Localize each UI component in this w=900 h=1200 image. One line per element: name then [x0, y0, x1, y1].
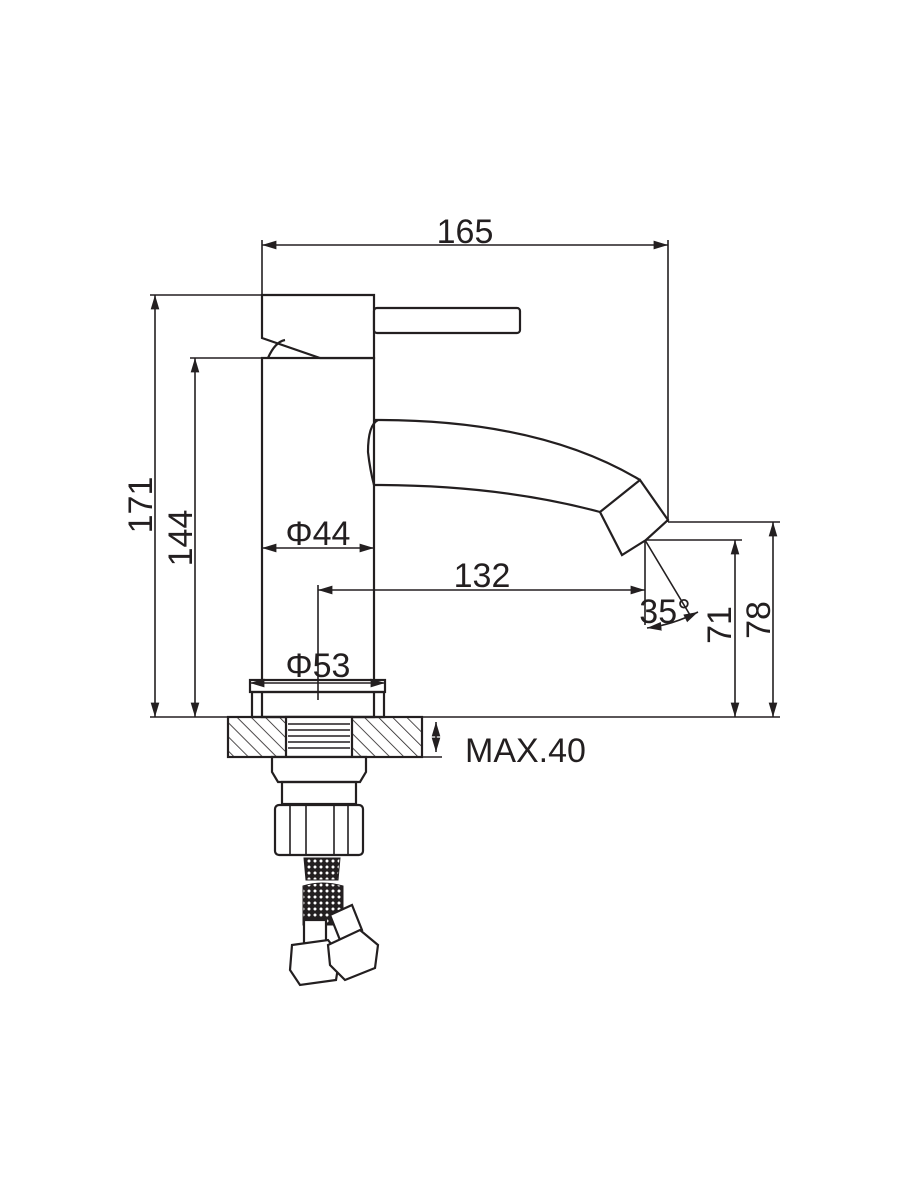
dim-arc-angle [646, 611, 699, 631]
braided-hose-upper [303, 857, 341, 881]
dim-height-label: 171 [122, 477, 160, 534]
mounting-nut [273, 803, 365, 857]
dimension-lines [150, 240, 778, 752]
dim-deck-thickness-label: MAX.40 [465, 732, 586, 770]
lock-washer [270, 755, 368, 784]
dim-angle-label: 35° [639, 593, 690, 631]
dim-body-diameter-label: Φ44 [286, 515, 351, 553]
dim-reach-label: 132 [454, 557, 511, 595]
dim-body-height-label: 144 [162, 510, 200, 567]
handle-neck [266, 338, 286, 359]
hose-nut-right [326, 928, 380, 982]
shank-sleeve [280, 780, 358, 806]
deck-section [226, 715, 424, 759]
lever-handle [372, 306, 522, 335]
mounting-fittings [270, 755, 380, 987]
dim-outlet-78-label: 78 [740, 601, 778, 639]
hose-nut-left [288, 938, 342, 987]
dim-outlet-71-label: 71 [701, 606, 739, 644]
spout-aerator [598, 478, 670, 557]
faucet-handle-head [260, 293, 376, 360]
dim-base-diameter-label: Φ53 [286, 647, 351, 685]
spout [366, 418, 641, 514]
threaded-shank [284, 715, 354, 759]
extension-lines [150, 240, 780, 758]
dim-width-label: 165 [437, 213, 494, 251]
hose-ferrule-right [328, 903, 364, 942]
